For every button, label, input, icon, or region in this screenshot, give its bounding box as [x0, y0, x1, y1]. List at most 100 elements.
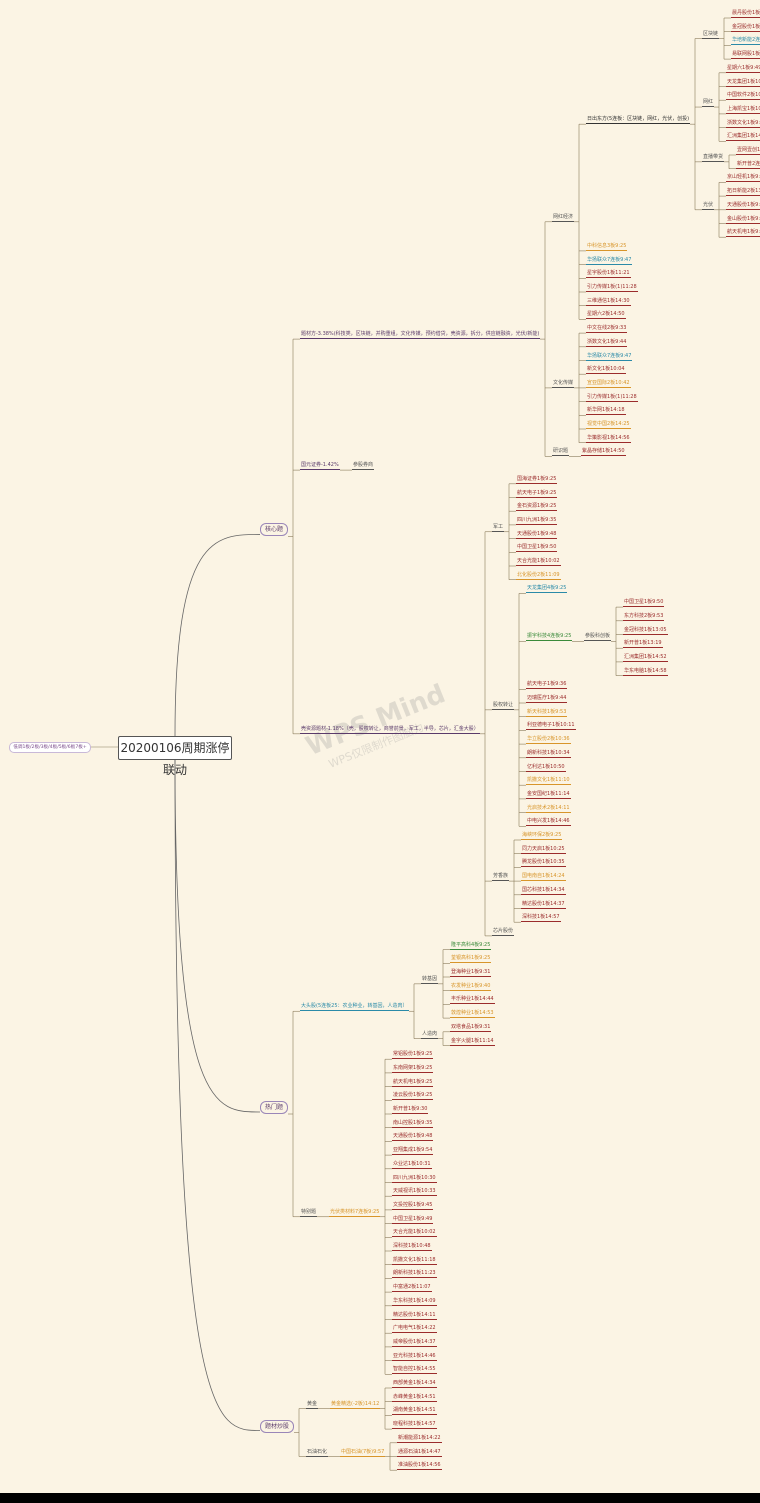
leaf-node[interactable]: 航天电子1板9:36	[526, 681, 568, 690]
leaf-node[interactable]: 深科技1板14:57	[521, 914, 561, 923]
leaf-node[interactable]: 新华网1板14:18	[586, 407, 626, 416]
topic-node[interactable]: 黄金	[306, 1400, 319, 1409]
leaf-node[interactable]: 腾龙股份1板10:35	[521, 859, 566, 868]
topic-node[interactable]: 壳资源题材-1.18%（壳，股权转让，商誉前景，军工，半导，芯片，汇金大股）	[300, 725, 480, 734]
leaf-node[interactable]: 亿利达1板10:50	[526, 763, 566, 772]
leaf-node[interactable]: 天合光能1板10:02	[516, 558, 561, 566]
leaf-node[interactable]: 北化股份2板11:09	[516, 571, 561, 580]
leaf-node[interactable]: 华策影视1板14:56	[586, 434, 631, 443]
leaf-node[interactable]: 金字火腿1板11:14	[450, 1037, 495, 1046]
leaf-node[interactable]: 东方科技2板9:53	[623, 612, 665, 621]
topic-node[interactable]: 军工	[492, 523, 505, 532]
leaf-node[interactable]: 引力传媒1板(1)11:28	[586, 393, 638, 402]
leaf-node[interactable]: 新潮能源1板14:22	[397, 1434, 442, 1443]
leaf-node[interactable]: 金石资源1板9:25	[516, 503, 558, 512]
leaf-node[interactable]: 隆平高科4板9:25	[450, 941, 492, 950]
leaf-node[interactable]: 凯撒文化1板11:18	[392, 1256, 437, 1265]
topic-node[interactable]: 光伏	[702, 201, 715, 210]
leaf-node[interactable]: 航天机电1板9:25	[392, 1078, 434, 1087]
leaf-node[interactable]: 凌云股份1板9:25	[392, 1092, 434, 1101]
leaf-node[interactable]: 荃银高科1板9:25	[450, 955, 492, 964]
leaf-node[interactable]: 华扬联众7连板9:47	[586, 352, 633, 361]
leaf-node[interactable]: 敦煌种业1板14:53	[450, 1010, 495, 1019]
leaf-node[interactable]: 拓日新能2板13:03	[726, 188, 760, 197]
leaf-node[interactable]: 新天科技1板9:53	[526, 708, 568, 717]
leaf-node[interactable]: 星期六2板14:50	[586, 311, 626, 320]
leaf-node[interactable]: 引力传媒1板(1)11:28	[586, 284, 638, 292]
leaf-node[interactable]: 天合光能1板10:02	[392, 1229, 437, 1238]
leaf-node[interactable]: 威帝股份1板14:37	[392, 1338, 437, 1347]
leaf-node[interactable]: 天威视讯1板10:33	[392, 1188, 437, 1197]
leaf-node[interactable]: 文投控股1板9:45	[392, 1201, 434, 1210]
topic-node[interactable]: 题材方-3.38%(科技类，区块链，并购重组，文化传媒，预约借贷，壳资源，拆分，…	[300, 331, 541, 340]
leaf-node[interactable]: 新文化1板10:04	[586, 366, 626, 375]
leaf-node[interactable]: 朗新科技1板11:23	[392, 1270, 437, 1279]
leaf-node[interactable]: 准油股份1板14:56	[397, 1462, 442, 1471]
leaf-node[interactable]: 海峡环保2板9:25	[521, 832, 563, 840]
leaf-node[interactable]: 精达股份1板14:37	[521, 900, 566, 909]
leaf-node[interactable]: 金安国纪1板11:14	[526, 790, 571, 799]
leaf-node[interactable]: 浙数文化1板9:25	[726, 120, 760, 128]
leaf-node[interactable]: 亚翔集成1板9:54	[392, 1147, 434, 1156]
topic-node[interactable]: 特别题	[300, 1208, 318, 1217]
leaf-node[interactable]: 华东科技1板14:09	[392, 1297, 437, 1306]
leaf-node[interactable]: 汇洲集团1板14:52	[623, 653, 668, 662]
leaf-node[interactable]: 凯撒文化1板11:10	[526, 777, 571, 786]
topic-node[interactable]: 光伏类材料7连板9:25	[329, 1208, 381, 1217]
topic-node[interactable]: 区块链	[702, 30, 720, 39]
leaf-node[interactable]: 壹网壹创1板9:49	[736, 147, 760, 155]
left-summary-node[interactable]: 低调1板/2板/3板/4板/5板/6板7板+	[9, 742, 91, 753]
leaf-node[interactable]: 中国卫星1板9:50	[516, 544, 558, 553]
leaf-node[interactable]: 天龙集团4板9:25	[526, 585, 568, 594]
topic-node[interactable]: 日出东方(5连板：区块链，网红，光伏，创投)	[586, 116, 691, 125]
leaf-node[interactable]: 视觉中国2板14:25	[586, 421, 631, 429]
branch-topic[interactable]: 题材炒股	[260, 1419, 295, 1433]
leaf-node[interactable]: 四川九洲1板9:35	[516, 516, 558, 525]
topic-node[interactable]: 振宇科技4连板9:25	[526, 633, 573, 642]
leaf-node[interactable]: 农发种业1板9:40	[450, 982, 492, 991]
topic-node[interactable]: 研识题	[552, 448, 570, 457]
leaf-node[interactable]: 晨丹股份1板11:28	[731, 10, 760, 18]
topic-node[interactable]: 网红经济	[552, 213, 575, 222]
leaf-node[interactable]: 紫晶存储1板14:50	[581, 448, 626, 457]
leaf-node[interactable]: 利亚德电子1板10:11	[526, 722, 576, 731]
leaf-node[interactable]: 浙数文化1板9:44	[586, 338, 628, 347]
topic-node[interactable]: 国元证券-1.42%	[300, 462, 340, 471]
leaf-node[interactable]: 华东电脑1板14:58	[623, 667, 668, 676]
leaf-node[interactable]: 金冠科技1板13:05	[623, 626, 668, 635]
leaf-node[interactable]: 星期六1板9:49	[726, 65, 760, 73]
topic-node[interactable]: 文化传媒	[552, 379, 575, 388]
leaf-node[interactable]: 上海凯宝1板10:29	[726, 106, 760, 114]
leaf-node[interactable]: 京山轻机1板9:36	[726, 174, 760, 183]
leaf-node[interactable]: 迈瑞医疗1板9:44	[526, 695, 568, 703]
leaf-node[interactable]: 新开普1板13:19	[623, 640, 663, 649]
leaf-node[interactable]: 汇洲集团1板14:52	[726, 133, 760, 142]
root-topic[interactable]: 20200106周期涨停联动	[118, 736, 232, 777]
branch-topic[interactable]: 核心题	[260, 523, 289, 537]
leaf-node[interactable]: 中国卫星1板9:49	[392, 1215, 434, 1224]
leaf-node[interactable]: 同力天启1板10:25	[521, 845, 566, 854]
leaf-node[interactable]: 精达股份1板14:11	[392, 1311, 437, 1320]
topic-node[interactable]: 转基因	[421, 975, 439, 984]
leaf-node[interactable]: 中富通2板11:07	[392, 1284, 432, 1293]
leaf-node[interactable]: 朗新科技1板10:34	[526, 749, 571, 758]
topic-node[interactable]: 股权转让	[492, 701, 515, 710]
leaf-node[interactable]: 易联网股1板14:54	[731, 51, 760, 60]
leaf-node[interactable]: 三维通信1板14:30	[586, 297, 631, 306]
leaf-node[interactable]: 新开普1板9:30	[392, 1106, 429, 1114]
leaf-node[interactable]: 湖南黄金1板14:51	[392, 1407, 437, 1416]
leaf-node[interactable]: 中科信息3板9:25	[586, 242, 628, 251]
leaf-node[interactable]: 金山股份1板9:35	[726, 216, 760, 224]
leaf-node[interactable]: 天龙集团1板10:02	[726, 79, 760, 87]
leaf-node[interactable]: 众业达1板10:31	[392, 1160, 432, 1169]
leaf-node[interactable]: 金冠股份1板9:41	[731, 24, 760, 32]
leaf-node[interactable]: 国海证券1板9:25	[516, 475, 558, 484]
leaf-node[interactable]: 西部黄金1板14:34	[392, 1380, 437, 1388]
leaf-node[interactable]: 中国卫星1板9:50	[623, 599, 665, 608]
leaf-node[interactable]: 参股券商	[352, 462, 375, 471]
leaf-node[interactable]: 光启技术2板14:11	[526, 804, 571, 813]
leaf-node[interactable]: 航天电子1板9:25	[516, 489, 558, 498]
leaf-node[interactable]: 中电兴发1板14:46	[526, 818, 571, 827]
topic-node[interactable]: 黄金精选(-2板)14:12	[330, 1400, 381, 1409]
leaf-node[interactable]: 广电电气1板14:22	[392, 1325, 437, 1334]
